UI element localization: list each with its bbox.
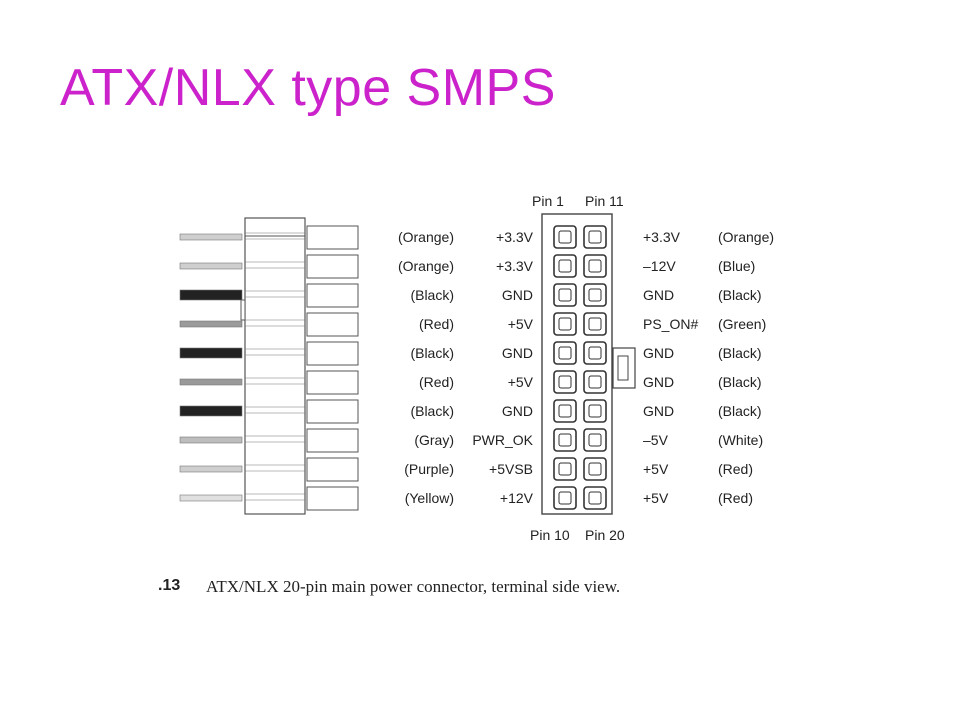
- left-pin-signal: +12V: [499, 490, 533, 506]
- pin-cell-right-socket: [588, 404, 602, 418]
- pin-cell-right-socket: [588, 491, 602, 505]
- right-wire-color: (Black): [718, 374, 762, 390]
- wire: [179, 347, 243, 359]
- left-wire-color: (Orange): [397, 229, 454, 245]
- right-wire-color: (Red): [718, 461, 754, 477]
- terminal-box: [306, 283, 359, 308]
- left-wire-color: (Black): [410, 287, 454, 303]
- left-pin-signal: +3.3V: [496, 258, 533, 274]
- left-pin-signal: GND: [501, 403, 533, 419]
- right-pin-signal: GND: [643, 345, 675, 361]
- terminal-box: [306, 399, 359, 424]
- pin-cell-left-socket: [558, 288, 572, 302]
- right-pin-signal: –12V: [643, 258, 676, 274]
- left-wire-color: (Orange): [397, 258, 454, 274]
- pin-cell-left-socket: [558, 317, 572, 331]
- left-wire-color: (Black): [410, 345, 454, 361]
- right-wire-color: (Black): [718, 403, 762, 419]
- left-pin-signal: +3.3V: [496, 229, 533, 245]
- wire: [179, 494, 243, 502]
- terminal-box: [306, 457, 359, 482]
- figure-caption: ATX/NLX 20-pin main power connector, ter…: [206, 577, 621, 596]
- connector-latch-inner: [617, 355, 629, 381]
- right-wire-color: (Blue): [718, 258, 756, 274]
- right-pin-signal: GND: [643, 374, 675, 390]
- wire: [179, 436, 243, 444]
- left-wire-color: (Yellow): [404, 490, 454, 506]
- wire: [179, 378, 243, 386]
- right-pin-signal: GND: [643, 287, 675, 303]
- right-wire-color: (Black): [718, 287, 762, 303]
- pin-cell-left-socket: [558, 462, 572, 476]
- left-pin-signal: +5V: [507, 374, 533, 390]
- pin-cell-left-socket: [558, 404, 572, 418]
- right-pin-signal: +5V: [643, 461, 669, 477]
- terminal-box: [306, 341, 359, 366]
- left-pin-signal: GND: [501, 287, 533, 303]
- pin-cell-right-socket: [588, 288, 602, 302]
- plug-latch-tab: [240, 299, 246, 321]
- terminal-box: [306, 428, 359, 453]
- right-wire-color: (Orange): [718, 229, 775, 245]
- right-pin-signal: GND: [643, 403, 675, 419]
- left-wire-color: (Red): [418, 374, 454, 390]
- right-pin-signal: +5V: [643, 490, 669, 506]
- pin-cell-right-socket: [588, 346, 602, 360]
- terminal-box: [306, 486, 359, 511]
- pin-cell-left-socket: [558, 433, 572, 447]
- right-wire-color: (Green): [718, 316, 767, 332]
- right-wire-color: (White): [718, 432, 764, 448]
- left-pin-signal: +5VSB: [489, 461, 533, 477]
- right-pin-signal: –5V: [643, 432, 668, 448]
- right-wire-color: (Red): [718, 490, 754, 506]
- pin-1-label: Pin 1: [532, 193, 564, 209]
- wire: [179, 289, 243, 301]
- pin-cell-right-socket: [588, 259, 602, 273]
- terminal-box: [306, 370, 359, 395]
- pin-20-label: Pin 20: [585, 527, 625, 543]
- left-wire-color: (Purple): [404, 461, 454, 477]
- terminal-box: [306, 225, 359, 250]
- wire: [179, 405, 243, 417]
- wire: [179, 320, 243, 328]
- pin-cell-left-socket: [558, 375, 572, 389]
- left-wire-color: (Black): [410, 403, 454, 419]
- wire: [179, 465, 243, 473]
- pin-cell-right-socket: [588, 375, 602, 389]
- pin-cell-left-socket: [558, 491, 572, 505]
- right-pin-signal: +3.3V: [643, 229, 680, 245]
- right-wire-color: (Black): [718, 345, 762, 361]
- left-pin-signal: GND: [501, 345, 533, 361]
- pin-cell-left-socket: [558, 346, 572, 360]
- left-wire-color: (Gray): [414, 432, 454, 448]
- left-pin-signal: +5V: [507, 316, 533, 332]
- pin-cell-left-socket: [558, 230, 572, 244]
- left-wire-color: (Red): [418, 316, 454, 332]
- left-pin-signal: PWR_OK: [472, 432, 533, 448]
- right-pin-signal: PS_ON#: [643, 316, 699, 332]
- pin-cell-left-socket: [558, 259, 572, 273]
- pin-cell-right-socket: [588, 230, 602, 244]
- slide-title: ATX/NLX type SMPS: [60, 59, 556, 117]
- wire: [179, 262, 243, 270]
- pin-cell-right-socket: [588, 433, 602, 447]
- pin-10-label: Pin 10: [530, 527, 570, 543]
- wire: [179, 233, 243, 241]
- terminal-box: [306, 254, 359, 279]
- pin-cell-right-socket: [588, 462, 602, 476]
- terminal-box: [306, 312, 359, 337]
- figure-number: .13: [158, 577, 181, 594]
- pin-11-label: Pin 11: [585, 193, 624, 209]
- plug-body: [244, 217, 306, 515]
- pin-cell-right-socket: [588, 317, 602, 331]
